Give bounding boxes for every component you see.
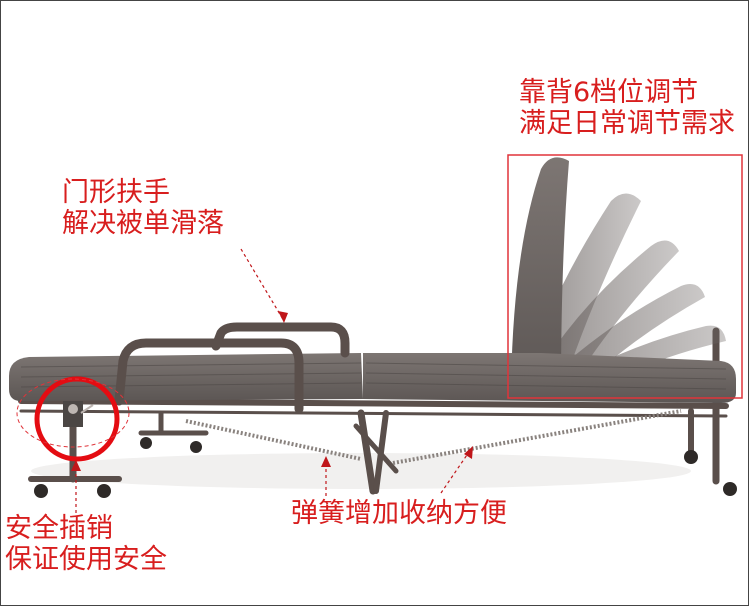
backrest-upright (511, 157, 569, 391)
mattress (9, 353, 736, 403)
spring-caption: 弹簧增加收纳方便 (291, 498, 507, 529)
armrest-caption-line1: 门形扶手 (62, 177, 170, 208)
backrest-caption-line2: 满足日常调节需求 (519, 108, 735, 140)
armrest-caption-line2: 解决被单滑落 (62, 208, 224, 240)
floor-shadow (31, 453, 691, 489)
backrest-caption: 靠背6档位调节 满足日常调节需求 (519, 77, 735, 139)
safety-pin-mechanism (63, 401, 94, 427)
backrest-caption-line1: 靠背6档位调节 (519, 77, 699, 108)
caster-wheels (34, 437, 737, 498)
spring-bands (185, 409, 682, 465)
safety-pin-caption: 安全插销 保证使用安全 (5, 513, 167, 575)
bed-frame (18, 327, 729, 495)
spring-caption-line1: 弹簧增加收纳方便 (291, 498, 507, 529)
safety-pin-caption-line2: 保证使用安全 (5, 544, 167, 576)
armrest-caption: 门形扶手 解决被单滑落 (62, 177, 224, 239)
safety-pin-dashed-ellipse (16, 378, 130, 448)
door-shaped-armrests (114, 322, 350, 414)
pointer-arrowheads (71, 311, 473, 471)
safety-pin-caption-line1: 安全插销 (5, 513, 113, 544)
backrest-highlight-box (507, 154, 743, 399)
